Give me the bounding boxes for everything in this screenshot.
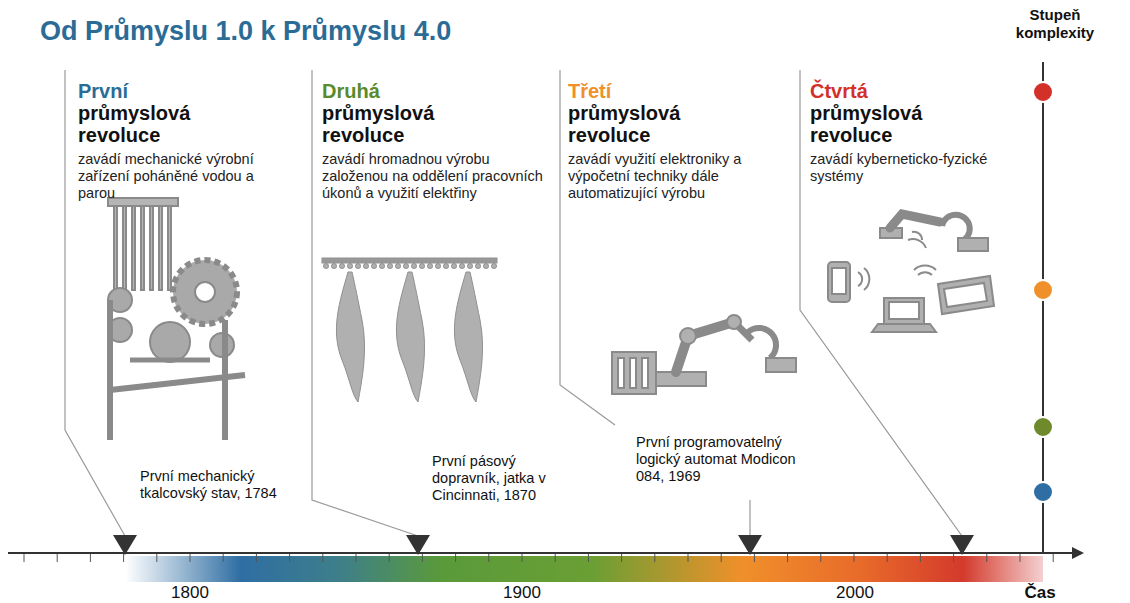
ordinal-heading: Druhá xyxy=(322,80,544,102)
revolution-panel: Třetíprůmyslová revoluce zavádí využití e… xyxy=(568,80,778,206)
panel-heading: průmyslová revoluce xyxy=(78,102,238,146)
axis-title: Stupeň komplexity xyxy=(990,6,1120,42)
year-label: 1800 xyxy=(160,583,220,603)
panel-description: zavádí hromadnou výrobu založenou na odd… xyxy=(322,151,544,202)
revolution-panel: Prvníprůmyslová revoluce zavádí mechanick… xyxy=(78,80,256,206)
milestone-label: První programovatelný logický automat Mo… xyxy=(636,434,796,485)
milestone-label: První mechanický tkalcovský stav, 1784 xyxy=(140,468,315,502)
year-label: 2000 xyxy=(825,583,885,603)
panel-heading: průmyslová revoluce xyxy=(322,102,482,146)
milestone-label: První pásový dopravník, jatka v Cincinna… xyxy=(432,453,572,504)
ordinal-heading: První xyxy=(78,80,256,102)
year-label: 1900 xyxy=(492,583,552,603)
revolution-panel: Čtvrtáprůmyslová revoluce zavádí kybernet… xyxy=(810,80,992,189)
panel-description: zavádí využití elektroniky a výpočetní t… xyxy=(568,151,778,202)
panel-description: zavádí kyberneticko-fyzické systémy xyxy=(810,151,992,185)
panel-heading: průmyslová revoluce xyxy=(568,102,728,146)
ordinal-heading: Třetí xyxy=(568,80,778,102)
panel-heading: průmyslová revoluce xyxy=(810,102,970,146)
diagram-title: Od Průmyslu 1.0 k Průmyslu 4.0 xyxy=(40,16,451,47)
ordinal-heading: Čtvrtá xyxy=(810,80,992,102)
revolution-panel: Druháprůmyslová revoluce zavádí hromadnou… xyxy=(322,80,544,206)
panel-description: zavádí mechanické výrobní zařízení pohán… xyxy=(78,151,256,202)
axis-title: Čas xyxy=(1010,583,1070,603)
